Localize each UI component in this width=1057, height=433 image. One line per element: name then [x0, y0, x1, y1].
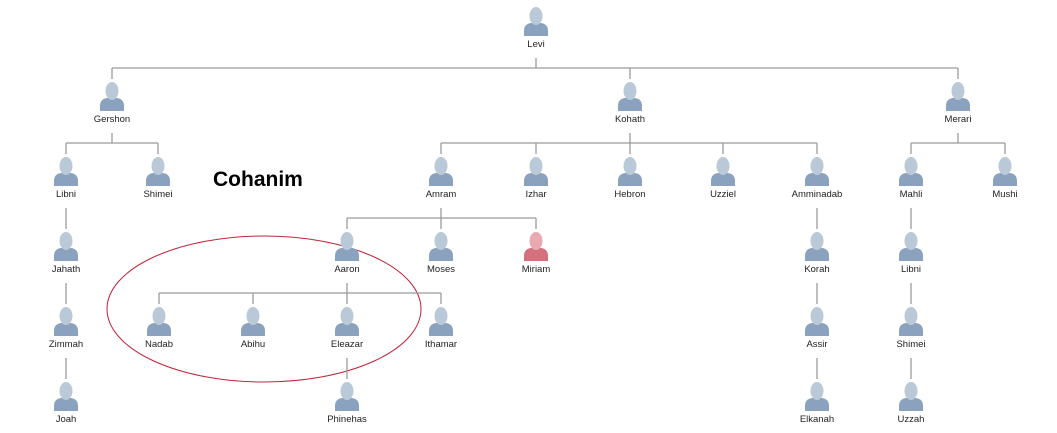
person-node-abihu[interactable]: Abihu — [213, 306, 293, 350]
person-name: Levi — [527, 39, 545, 50]
male-person-icon — [805, 382, 829, 411]
person-node-aaron[interactable]: Aaron — [307, 231, 387, 275]
male-person-icon — [805, 157, 829, 186]
person-node-shimei1[interactable]: Shimei — [118, 156, 198, 200]
male-person-icon — [429, 307, 453, 336]
male-person-icon — [805, 307, 829, 336]
person-node-eleazar[interactable]: Eleazar — [307, 306, 387, 350]
person-node-amram[interactable]: Amram — [401, 156, 481, 200]
person-node-assir[interactable]: Assir — [777, 306, 857, 350]
person-node-hebron[interactable]: Hebron — [590, 156, 670, 200]
person-node-jahath[interactable]: Jahath — [26, 231, 106, 275]
person-name: Izhar — [525, 189, 547, 200]
person-node-gershon[interactable]: Gershon — [72, 81, 152, 125]
male-person-icon — [805, 232, 829, 261]
male-person-icon — [335, 307, 359, 336]
person-node-zimmah[interactable]: Zimmah — [26, 306, 106, 350]
male-person-icon — [100, 82, 124, 111]
person-name: Zimmah — [48, 339, 84, 350]
person-name: Mahli — [899, 189, 923, 200]
person-name: Shimei — [143, 189, 173, 200]
person-name: Hebron — [614, 189, 646, 200]
person-node-elkanah[interactable]: Elkanah — [777, 381, 857, 425]
person-node-libni1[interactable]: Libni — [26, 156, 106, 200]
male-person-icon — [899, 307, 923, 336]
person-node-ithamar[interactable]: Ithamar — [401, 306, 481, 350]
person-node-korah[interactable]: Korah — [777, 231, 857, 275]
male-person-icon — [147, 307, 171, 336]
person-name: Libni — [55, 189, 77, 200]
male-person-icon — [524, 157, 548, 186]
person-name: Uzziel — [710, 189, 736, 200]
person-name: Gershon — [93, 114, 131, 125]
person-name: Amminadab — [791, 189, 843, 200]
male-person-icon — [899, 382, 923, 411]
person-node-amminadab[interactable]: Amminadab — [777, 156, 857, 200]
male-person-icon — [335, 232, 359, 261]
male-person-icon — [618, 157, 642, 186]
male-person-icon — [54, 157, 78, 186]
person-node-izhar[interactable]: Izhar — [496, 156, 576, 200]
person-node-mushi[interactable]: Mushi — [965, 156, 1045, 200]
person-name: Moses — [427, 264, 455, 275]
person-node-levi[interactable]: Levi — [496, 6, 576, 50]
male-person-icon — [241, 307, 265, 336]
person-name: Uzzah — [897, 414, 925, 425]
person-node-phinehas[interactable]: Phinehas — [307, 381, 387, 425]
male-person-icon — [618, 82, 642, 111]
cohanim-ellipse — [106, 235, 422, 383]
person-node-uzzah[interactable]: Uzzah — [871, 381, 951, 425]
male-person-icon — [946, 82, 970, 111]
person-name: Elkanah — [799, 414, 835, 425]
person-name: Mushi — [992, 189, 1018, 200]
male-person-icon — [335, 382, 359, 411]
male-person-icon — [54, 382, 78, 411]
person-node-shimei2[interactable]: Shimei — [871, 306, 951, 350]
person-name: Abihu — [240, 339, 266, 350]
person-name: Eleazar — [330, 339, 364, 350]
person-name: Libni — [900, 264, 922, 275]
person-node-kohath[interactable]: Kohath — [590, 81, 670, 125]
person-name: Shimei — [896, 339, 926, 350]
male-person-icon — [54, 307, 78, 336]
person-node-miriam[interactable]: Miriam — [496, 231, 576, 275]
person-name: Korah — [804, 264, 830, 275]
person-name: Amram — [425, 189, 457, 200]
cohanim-annotation-label: Cohanim — [213, 168, 303, 191]
person-node-uzziel[interactable]: Uzziel — [683, 156, 763, 200]
person-name: Merari — [944, 114, 972, 125]
female-person-icon — [524, 232, 548, 261]
person-name: Jahath — [51, 264, 81, 275]
male-person-icon — [54, 232, 78, 261]
person-name: Ithamar — [424, 339, 458, 350]
male-person-icon — [993, 157, 1017, 186]
male-person-icon — [429, 157, 453, 186]
person-node-libni2[interactable]: Libni — [871, 231, 951, 275]
person-node-merari[interactable]: Merari — [918, 81, 998, 125]
person-node-moses[interactable]: Moses — [401, 231, 481, 275]
person-name: Miriam — [521, 264, 551, 275]
person-name: Aaron — [334, 264, 360, 275]
person-name: Kohath — [614, 114, 646, 125]
male-person-icon — [711, 157, 735, 186]
male-person-icon — [146, 157, 170, 186]
person-node-joah[interactable]: Joah — [26, 381, 106, 425]
person-node-nadab[interactable]: Nadab — [119, 306, 199, 350]
male-person-icon — [429, 232, 453, 261]
person-node-mahli[interactable]: Mahli — [871, 156, 951, 200]
male-person-icon — [524, 7, 548, 36]
person-name: Assir — [806, 339, 828, 350]
person-name: Nadab — [145, 339, 173, 350]
male-person-icon — [899, 232, 923, 261]
male-person-icon — [899, 157, 923, 186]
person-name: Phinehas — [327, 414, 367, 425]
person-name: Joah — [55, 414, 77, 425]
